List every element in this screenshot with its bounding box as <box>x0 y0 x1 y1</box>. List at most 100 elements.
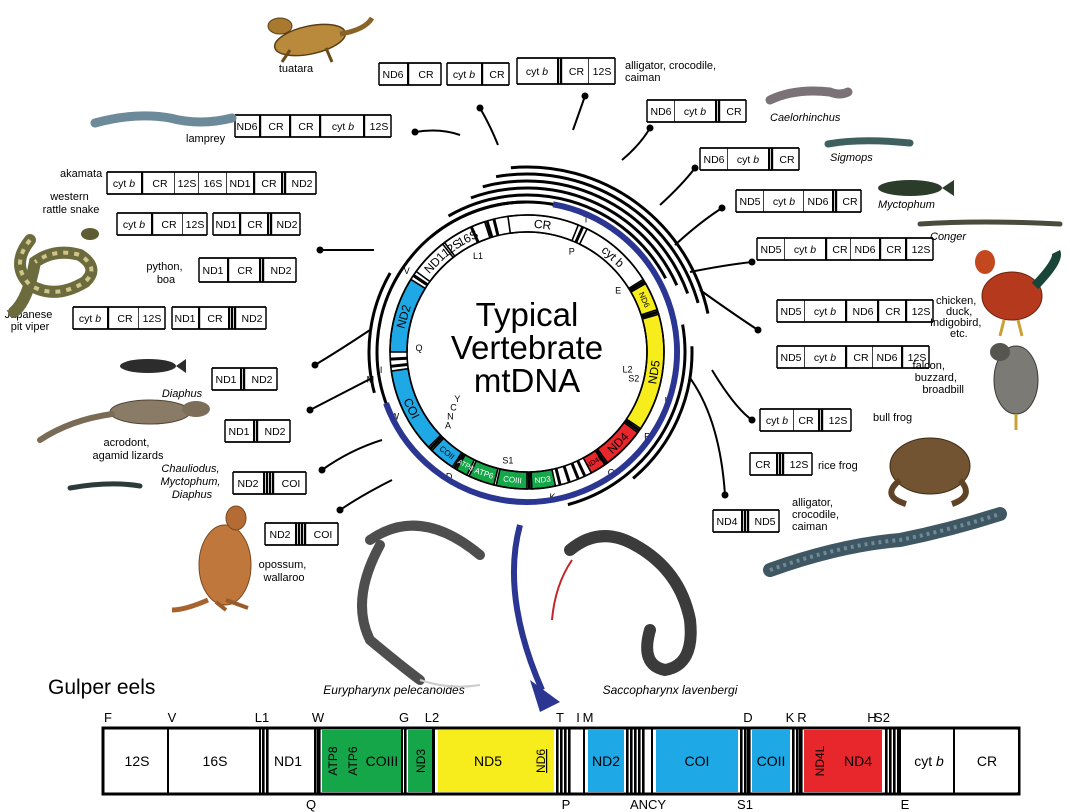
gulper-top-trna-label: D <box>743 710 752 725</box>
gene-cell-label: CR <box>726 106 742 118</box>
trna-tick <box>572 463 578 479</box>
gene-cell-label: cyt b <box>773 196 795 208</box>
trna-bar <box>267 213 269 235</box>
gulper-trna-bar <box>556 728 559 794</box>
trna-tick <box>564 466 569 482</box>
trna-bar <box>228 307 230 329</box>
myctophum-illustration <box>878 180 954 196</box>
gulper-eel-arrowhead <box>530 680 560 712</box>
gulper-bottom-trna-label: S1 <box>737 797 753 812</box>
gene-cell-label: cyt b <box>79 313 101 325</box>
trna-label: Q <box>416 343 423 353</box>
gene-cell-label: cyt b <box>814 352 836 364</box>
gene-cell-label: ND2 <box>251 374 272 386</box>
gene-label: CR <box>533 217 552 233</box>
gene-cell-label: CR <box>247 219 263 231</box>
arrow-line <box>315 330 370 365</box>
gene-cell-label: 12S <box>829 415 848 427</box>
gene-name-italic: b <box>700 106 706 118</box>
gulper-bottom-trna-label: P <box>562 797 571 812</box>
gulper-trna-bar <box>897 728 900 794</box>
arrow-line <box>690 262 752 272</box>
caelorhinchus-illustration <box>770 91 848 100</box>
gulper-gene-label: cyt b <box>914 753 944 769</box>
gulper-gene-label: ND6 <box>534 749 548 773</box>
gulper-gene-label: ND5 <box>474 753 502 769</box>
gene-cell-label: ND4 <box>716 516 737 528</box>
gulper-trna-bar <box>800 728 803 794</box>
gene-cell-label: cyt b <box>123 219 145 231</box>
species-label: Caelorhinchus <box>770 112 841 124</box>
arrowhead <box>312 362 319 369</box>
trna-bar <box>266 472 268 494</box>
gulper-trna-bar <box>740 728 743 794</box>
gene-name-part: cyt <box>814 352 830 364</box>
gene-cell-label: 16S <box>204 178 223 190</box>
arrowhead <box>317 247 324 254</box>
gene-cell-label: ND5 <box>739 196 760 208</box>
gene-cell-label: ND2 <box>237 478 258 490</box>
gene-label: ND2 <box>394 303 414 330</box>
trna-bar <box>560 58 562 84</box>
trna-bar <box>901 346 903 368</box>
gulper-gene-label: ND3 <box>414 749 428 773</box>
trna-bar <box>768 148 770 170</box>
gulper-trna-bar <box>568 728 571 794</box>
gene-name-italic: b <box>830 306 836 318</box>
gene-cell-label: ND2 <box>270 265 291 277</box>
gene-cell-label: ND1 <box>215 374 236 386</box>
gene-name-part: cyt <box>766 415 782 427</box>
trna-bar <box>845 300 847 322</box>
trna-label: L2 <box>622 365 632 375</box>
gulper-trna-bar <box>432 728 435 794</box>
gene-cell-label: CR <box>755 459 771 471</box>
gene-cell-label: 12S <box>593 66 612 78</box>
trna-bar <box>905 238 907 260</box>
trna-bar <box>718 100 720 122</box>
gulper-trna-bar <box>638 728 641 794</box>
gulper-top-trna-label: F <box>104 710 112 725</box>
arrowhead <box>582 93 589 100</box>
arrowhead <box>749 417 756 424</box>
gene-cell-label: 12S <box>186 219 205 231</box>
gulper-trna-bar <box>404 728 407 794</box>
gene-cell-label: 12S <box>143 313 162 325</box>
gulper-gene-label: ND4 <box>844 753 872 769</box>
trna-bar <box>877 300 879 322</box>
gulper-top-trna-label: M <box>583 710 594 725</box>
gene-cell-label: ND1 <box>202 265 223 277</box>
tuatara-illustration <box>268 18 372 62</box>
gulper-top-trna-label: G <box>399 710 409 725</box>
trna-bar <box>481 63 483 85</box>
trna-bar <box>151 213 153 235</box>
trna-label: S1 <box>502 455 513 465</box>
gene-name-part: cyt <box>773 196 789 208</box>
trna-bar <box>231 307 233 329</box>
species-line: Myctophum, <box>161 476 221 488</box>
species-label: acrodont, agamid lizards <box>93 437 164 462</box>
gulper-gene-label: ND1 <box>274 753 302 769</box>
trna-bar <box>319 115 321 137</box>
gene-cell-label: CR <box>152 178 168 190</box>
species-label: Myctophum <box>878 199 935 211</box>
arrowhead <box>307 407 314 414</box>
gene-name-italic: b <box>810 244 816 256</box>
gulper-bottom-trna-label: ANCY <box>630 797 666 812</box>
gulper-gene-label: 16S <box>203 753 228 769</box>
gene-name-part: cyt <box>453 69 469 81</box>
species-line: rattle snake <box>43 204 100 216</box>
trna-bar <box>879 238 881 260</box>
center-title-line3: mtDNA <box>474 362 580 399</box>
gene-cell-label: CR <box>117 313 133 325</box>
gene-cell-label: 12S <box>178 178 197 190</box>
gene-cell-label: cyt b <box>737 154 759 166</box>
trna-bar <box>240 368 242 390</box>
gene-order-box: ND2COI <box>233 472 306 494</box>
trna-bar <box>269 472 271 494</box>
gulper-eels-heading: Gulper eels <box>48 676 155 699</box>
gulper-trna-bar <box>318 728 321 794</box>
species-label: falcon, buzzard, broadbill <box>913 360 964 396</box>
gulper-eel-gene-order-bar: 12S16SND1ATP8ATP6COIIIND3ND5ND6ND2COICOI… <box>103 710 1019 812</box>
species-label: akamata <box>60 168 103 180</box>
